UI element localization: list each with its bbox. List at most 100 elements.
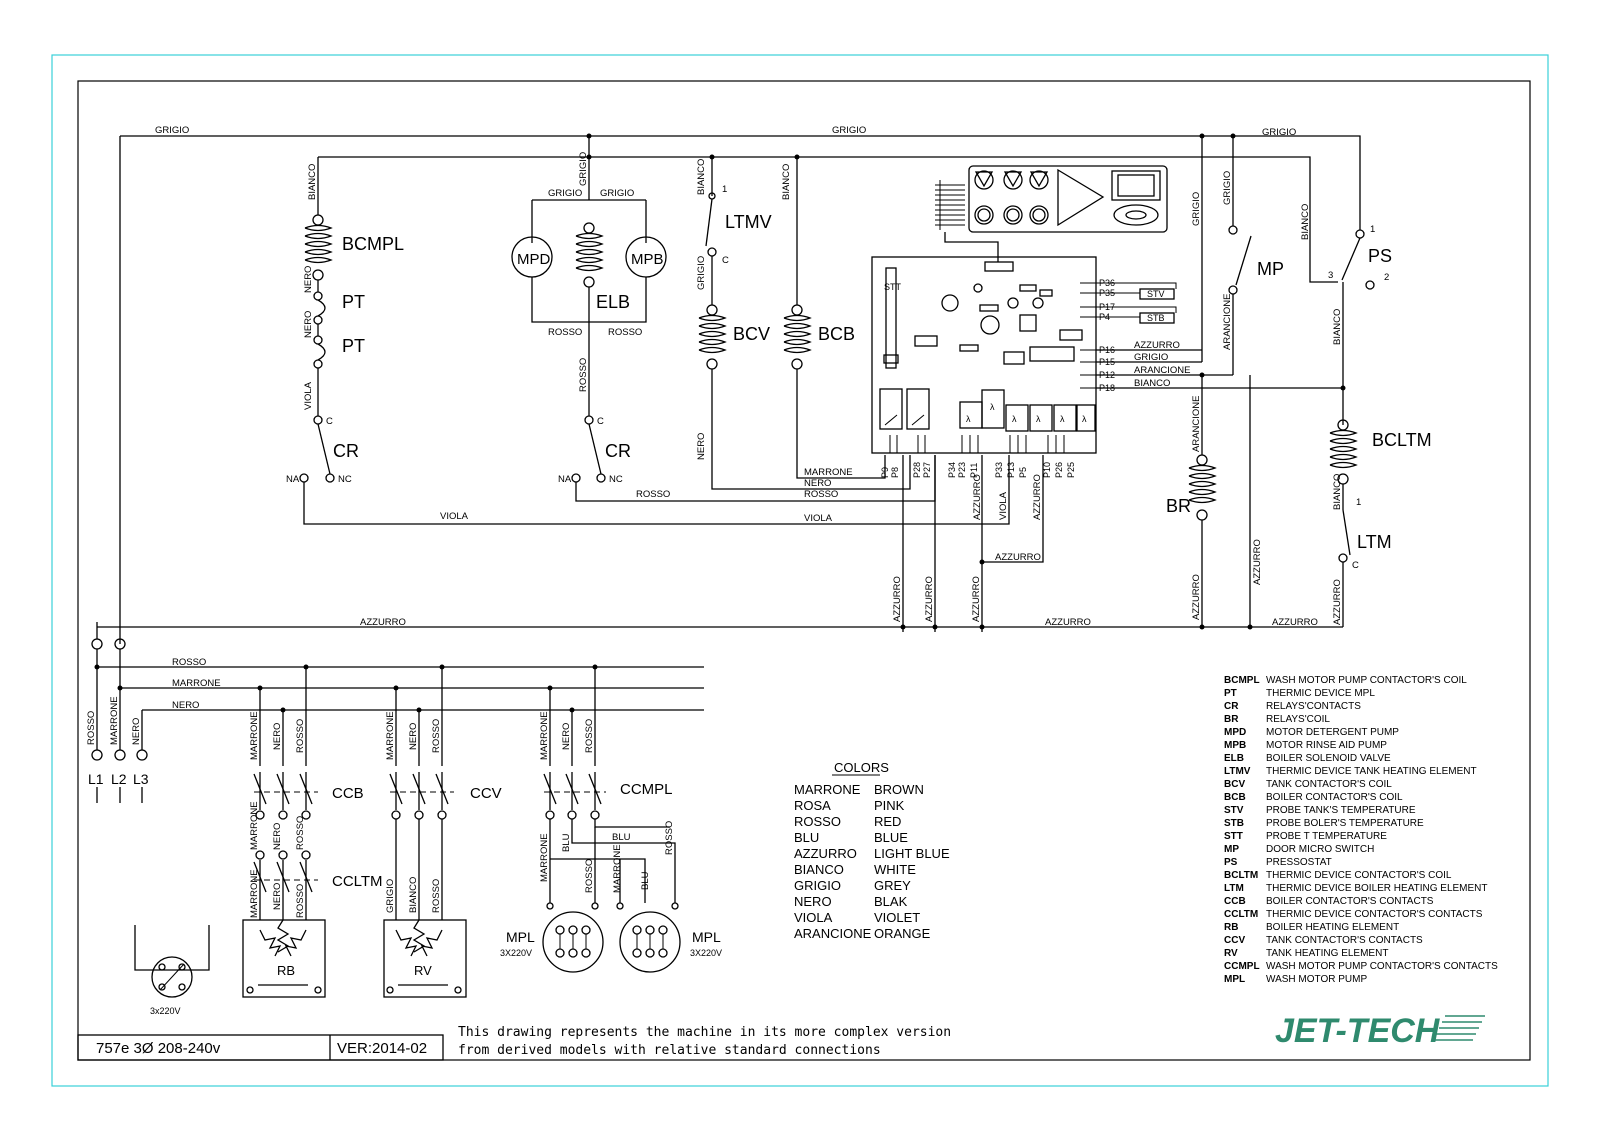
label-pt-2: PT <box>342 336 365 356</box>
wire-label-rosso-ccmpl: ROSSO <box>584 719 595 753</box>
legend-desc-14: PRESSOSTAT <box>1266 857 1332 868</box>
legend-code-2: CR <box>1224 701 1239 712</box>
wire-label-azzurro-drop-1: AZZURRO <box>892 576 903 622</box>
label-mpl-rating-2: 3X220V <box>690 948 722 958</box>
wire-label-nero-bcv: NERO <box>696 433 707 460</box>
svg-text:λ: λ <box>1036 414 1041 424</box>
legend-code-3: BR <box>1224 714 1239 725</box>
label-supply-rating: 3x220V <box>150 1006 181 1016</box>
wire-label-azzurro-ltm: AZZURRO <box>1332 579 1343 625</box>
wire-label-blu-1: BLU <box>612 832 631 843</box>
color-it-7: NERO <box>794 894 832 909</box>
legend-code-20: CCV <box>1224 935 1245 946</box>
top-circuit: GRIGIO GRIGIO GRIGIO BIANCO BCMPL NERO P… <box>97 125 1432 644</box>
wire-label-rosso-ccb: ROSSO <box>295 719 306 753</box>
wire-label-arancione-mp: ARANCIONE <box>1222 294 1233 350</box>
label-stb: STB <box>1147 313 1165 323</box>
wire-label-nero-rb: NERO <box>272 883 283 910</box>
pin-p34: P34 <box>947 462 957 478</box>
legend-code-7: LTMV <box>1224 766 1251 777</box>
wire-label-viola-1: VIOLA <box>303 381 314 410</box>
wire-label-marrone-cc2: MARRONE <box>249 801 260 850</box>
label-ps: PS <box>1368 246 1392 266</box>
color-en-5: WHITE <box>874 862 916 877</box>
wire-label-rosso-rb: ROSSO <box>295 884 306 918</box>
wire-label-marrone-mpl1: MARRONE <box>539 833 550 882</box>
color-it-4: AZZURRO <box>794 846 857 861</box>
legend-code-9: BCB <box>1224 792 1246 803</box>
contact-c-ltm: C <box>1352 560 1359 571</box>
contact-2-ps: 2 <box>1384 272 1389 283</box>
legend-code-14: PS <box>1224 857 1238 868</box>
legend-desc-18: THERMIC DEVICE CONTACTOR'S CONTACTS <box>1266 909 1483 920</box>
label-ltm: LTM <box>1357 532 1392 552</box>
label-bcb: BCB <box>818 324 855 344</box>
wire-label-azzurro-main-3: AZZURRO <box>1272 617 1318 628</box>
legend-desc-22: WASH MOTOR PUMP CONTACTOR'S CONTACTS <box>1266 961 1498 972</box>
legend-code-15: BCLTM <box>1224 870 1258 881</box>
wire-label-rosso-mpl1: ROSSO <box>584 859 595 893</box>
legend-code-16: LTM <box>1224 883 1244 894</box>
contact-na-cr2: NA <box>558 474 572 485</box>
pin-p10: P10 <box>1042 462 1052 478</box>
pin-p9: P9 <box>880 467 890 478</box>
wire-label-nero-2: NERO <box>303 311 314 338</box>
wire-label-nero-l3: NERO <box>131 718 142 745</box>
label-ccmpl: CCMPL <box>620 781 673 798</box>
legend-code-8: BCV <box>1224 779 1245 790</box>
color-it-9: ARANCIONE <box>794 926 872 941</box>
color-en-7: BLAK <box>874 894 908 909</box>
wire-label-rosso-3: ROSSO <box>578 358 589 392</box>
wire-label-grigio-mp: GRIGIO <box>1222 171 1233 205</box>
label-stv: STV <box>1147 289 1165 299</box>
wire-label-blu-2: BLU <box>561 833 572 852</box>
contact-na-cr1: NA <box>286 474 300 485</box>
wire-label-marrone-l2: MARRONE <box>109 696 120 745</box>
wire-label-grigio-2: GRIGIO <box>832 125 866 136</box>
wire-label-arancione-br: ARANCIONE <box>1191 396 1202 452</box>
wire-label-marrone-1: MARRONE <box>804 467 853 478</box>
label-ccb: CCB <box>332 785 364 802</box>
wire-label-azzurro-board-3: AZZURRO <box>995 552 1041 563</box>
pin-p11: P11 <box>969 463 979 478</box>
label-cr-1: CR <box>333 441 359 461</box>
colors-title: COLORS <box>834 760 889 775</box>
wire-label-bianco-bcb: BIANCO <box>781 164 792 200</box>
wire-label-rosso-rv: ROSSO <box>431 879 442 913</box>
color-it-6: GRIGIO <box>794 878 841 893</box>
wire-label-azzurro-board-1: AZZURRO <box>972 474 983 520</box>
wire-label-nero-cc2: NERO <box>272 823 283 850</box>
power-circuit: ROSSO MARRONE NERO ROSSO MARRONE NERO L1… <box>86 622 722 1016</box>
wire-label-azzurro-drop-2: AZZURRO <box>924 576 935 622</box>
label-ccv: CCV <box>470 785 502 802</box>
wire-label-grigio-elb: GRIGIO <box>578 152 589 186</box>
contact-c-ltmv: C <box>722 255 729 266</box>
svg-text:λ: λ <box>966 414 971 424</box>
label-l1: L1 <box>88 771 104 787</box>
wire-label-nero-ccb: NERO <box>272 723 283 750</box>
label-mp: MP <box>1257 259 1284 279</box>
wire-label-blu-mpl2: BLU <box>640 871 651 890</box>
label-bcmpl: BCMPL <box>342 234 404 254</box>
color-it-1: ROSA <box>794 798 831 813</box>
version-text: VER:2014-02 <box>337 1040 427 1057</box>
wire-label-viola-board: VIOLA <box>998 491 1009 520</box>
label-ccltm: CCLTM <box>332 873 383 890</box>
legend-code-18: CCLTM <box>1224 909 1258 920</box>
label-br: BR <box>1166 496 1191 516</box>
wire-label-nero-3: NERO <box>804 478 831 489</box>
label-ltmv: LTMV <box>725 212 772 232</box>
label-bcltm: BCLTM <box>1372 430 1432 450</box>
legend-code-10: STV <box>1224 805 1244 816</box>
legend-desc-17: BOILER CONTACTOR'S CONTACTS <box>1266 896 1434 907</box>
wire-label-marrone-main: MARRONE <box>172 678 221 689</box>
label-rv: RV <box>414 963 432 978</box>
wire-label-bianco-ps: BIANCO <box>1300 204 1311 240</box>
wire-label-rosso-mpl: ROSSO <box>664 821 675 855</box>
legend-desc-13: DOOR MICRO SWITCH <box>1266 844 1374 855</box>
note-line-1: This drawing represents the machine in i… <box>458 1025 951 1040</box>
legend-desc-6: BOILER SOLENOID VALVE <box>1266 753 1391 764</box>
wire-label-viola-2: VIOLA <box>440 511 469 522</box>
